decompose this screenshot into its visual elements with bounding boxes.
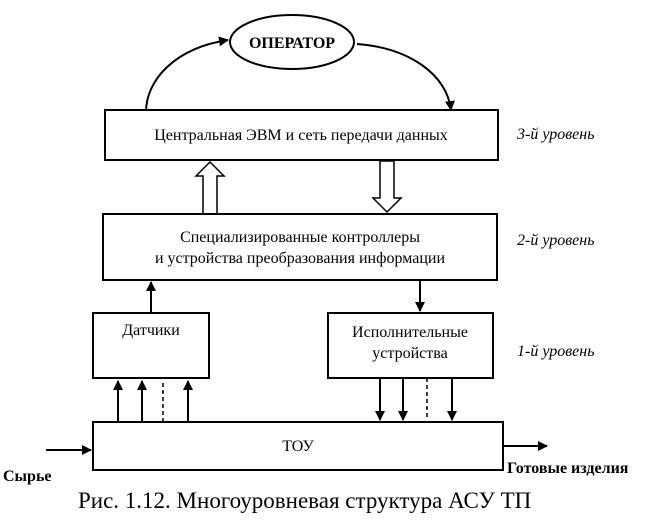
level-1-label: 1-й уровень (517, 343, 594, 360)
operator-label: ОПЕРАТОР (249, 35, 335, 52)
actuators-label-2: устройства (372, 345, 447, 362)
sensors-box (92, 312, 210, 379)
operator-node (229, 14, 355, 70)
tou-box (92, 421, 504, 471)
actuators-label-1: Исполнительные (352, 324, 468, 341)
hollow-arrow-down (371, 160, 403, 214)
figure-caption: Рис. 1.12. Многоуровневая структура АСУ … (78, 488, 531, 513)
tou-label: ТОУ (282, 438, 314, 455)
controllers-label-1: Специализированные контроллеры (180, 229, 420, 246)
actuators-box (327, 312, 494, 379)
arrow-operator-to-ecm (356, 43, 455, 111)
raw-material-label: Сырье (3, 468, 52, 485)
central-computer-box (104, 109, 499, 161)
central-computer-label: Центральная ЭВМ и сеть передачи данных (154, 127, 448, 144)
level-2-label: 2-й уровень (517, 232, 594, 249)
hollow-arrow-up (194, 160, 226, 215)
arrow-ecm-to-operator (145, 36, 229, 113)
level-3-label: 3-й уровень (516, 126, 594, 143)
controllers-box (102, 213, 498, 281)
controllers-label-2: и устройства преобразования информации (155, 250, 446, 267)
finished-goods-label: Готовые изделия (507, 460, 629, 477)
sensors-label: Датчики (122, 322, 180, 339)
